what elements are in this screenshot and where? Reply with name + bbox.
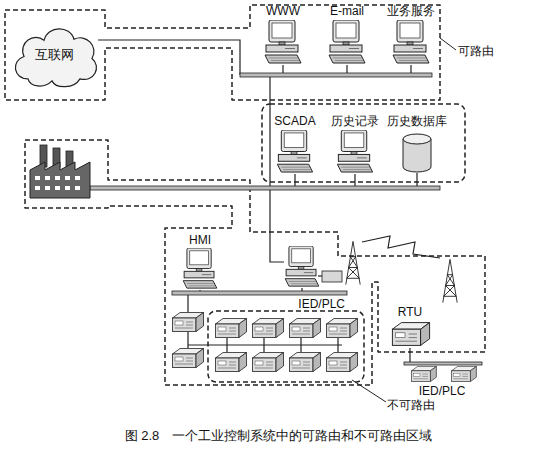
computer-icon: [277, 130, 312, 172]
node-label: SCADA: [274, 115, 315, 128]
network-bus: [240, 73, 432, 77]
plc-icon: [412, 366, 437, 381]
network-wire: [269, 77, 270, 186]
plc-icon: [290, 319, 321, 338]
connectors: [410, 348, 411, 362]
plc-icon: [253, 319, 284, 338]
node-label: WWW: [266, 5, 300, 18]
network-wire: [295, 173, 417, 186]
window: [55, 176, 60, 180]
window: [65, 176, 70, 180]
network-buses: [90, 73, 482, 365]
window: [55, 186, 60, 190]
network-bus: [404, 362, 482, 365]
node-label: RTU: [398, 306, 422, 319]
network-bus: [90, 186, 440, 190]
routable-zone-outline: [262, 104, 465, 182]
network-wire: [227, 338, 338, 352]
computer-icon: [393, 20, 429, 63]
window: [45, 186, 50, 190]
computer-node: HMI: [170, 234, 230, 290]
network-wire: [270, 190, 284, 262]
zone-outlines: [5, 5, 485, 385]
plc-icon: [173, 313, 204, 332]
window: [65, 186, 70, 190]
antenna-tower: [346, 241, 360, 284]
computer-node: E-mail: [317, 5, 377, 67]
node-label: 业务服务: [387, 5, 435, 18]
computer-node: SCADA: [265, 115, 325, 175]
wireless-link: [362, 236, 440, 258]
plc-icon: [253, 353, 284, 372]
plc-icon: [327, 319, 358, 338]
window: [35, 186, 40, 190]
database-node: 历史数据库: [382, 115, 452, 175]
window: [35, 176, 40, 180]
internet-cloud: 互联网: [8, 16, 100, 92]
non-routable-zone-outline: [208, 311, 364, 382]
switch-icon: [322, 271, 342, 282]
rtu-node: RTU: [380, 306, 440, 348]
router-icon: [285, 246, 319, 286]
factory-icon: [30, 145, 90, 198]
figure-caption: 图 2.8 一个工业控制系统中的可路由和不可路由区域: [0, 428, 557, 444]
zone-label: 不可路由: [387, 398, 435, 412]
computer-node: 业务服务: [381, 5, 441, 67]
plc-icon: [216, 353, 247, 372]
window: [75, 176, 80, 180]
network-link: [409, 348, 410, 362]
rtu-icon: [392, 323, 429, 346]
node-label: HMI: [189, 234, 211, 247]
network-bus: [172, 291, 347, 295]
device-group: IED/PLC: [400, 362, 484, 398]
network-wire: [283, 65, 411, 73]
node-label: 互联网: [35, 48, 74, 61]
routable-zone-outline: [5, 5, 440, 100]
computer-node: 历史记录: [325, 115, 385, 175]
computer-icon: [265, 20, 301, 63]
database-icon: [403, 134, 431, 172]
network-wire: [98, 40, 240, 75]
factory-building: [30, 162, 90, 198]
leader-line: [440, 38, 456, 50]
device-icons: [173, 20, 477, 382]
computer-icon: [183, 248, 217, 288]
node-label: E-mail: [330, 5, 364, 18]
node-label: 历史数据库: [387, 115, 447, 128]
computer-icon: [329, 20, 365, 63]
plc-icon: [327, 353, 358, 372]
node-label: 历史记录: [331, 115, 379, 128]
antenna-tower: [443, 259, 457, 302]
plc-icon: [216, 319, 247, 338]
plc-icon: [452, 366, 477, 381]
window: [75, 186, 80, 190]
computer-node: WWW: [253, 5, 313, 67]
routable-zone-outline: [25, 140, 485, 385]
network-wires: [90, 40, 440, 352]
window: [45, 176, 50, 180]
plc-icon: [290, 353, 321, 372]
zone-label: 可路由: [458, 44, 494, 58]
leader-lines: [352, 38, 456, 402]
leader-line: [352, 380, 386, 402]
node-label: IED/PLC: [298, 298, 345, 311]
network-wire: [318, 275, 322, 276]
computer-icon: [337, 130, 372, 172]
factory-windows: [35, 176, 80, 190]
cloud-shape: [15, 29, 96, 87]
node-label: IED/PLC: [419, 385, 466, 398]
plc-icon: [173, 349, 204, 368]
device-group: IED/PLC: [208, 298, 365, 380]
